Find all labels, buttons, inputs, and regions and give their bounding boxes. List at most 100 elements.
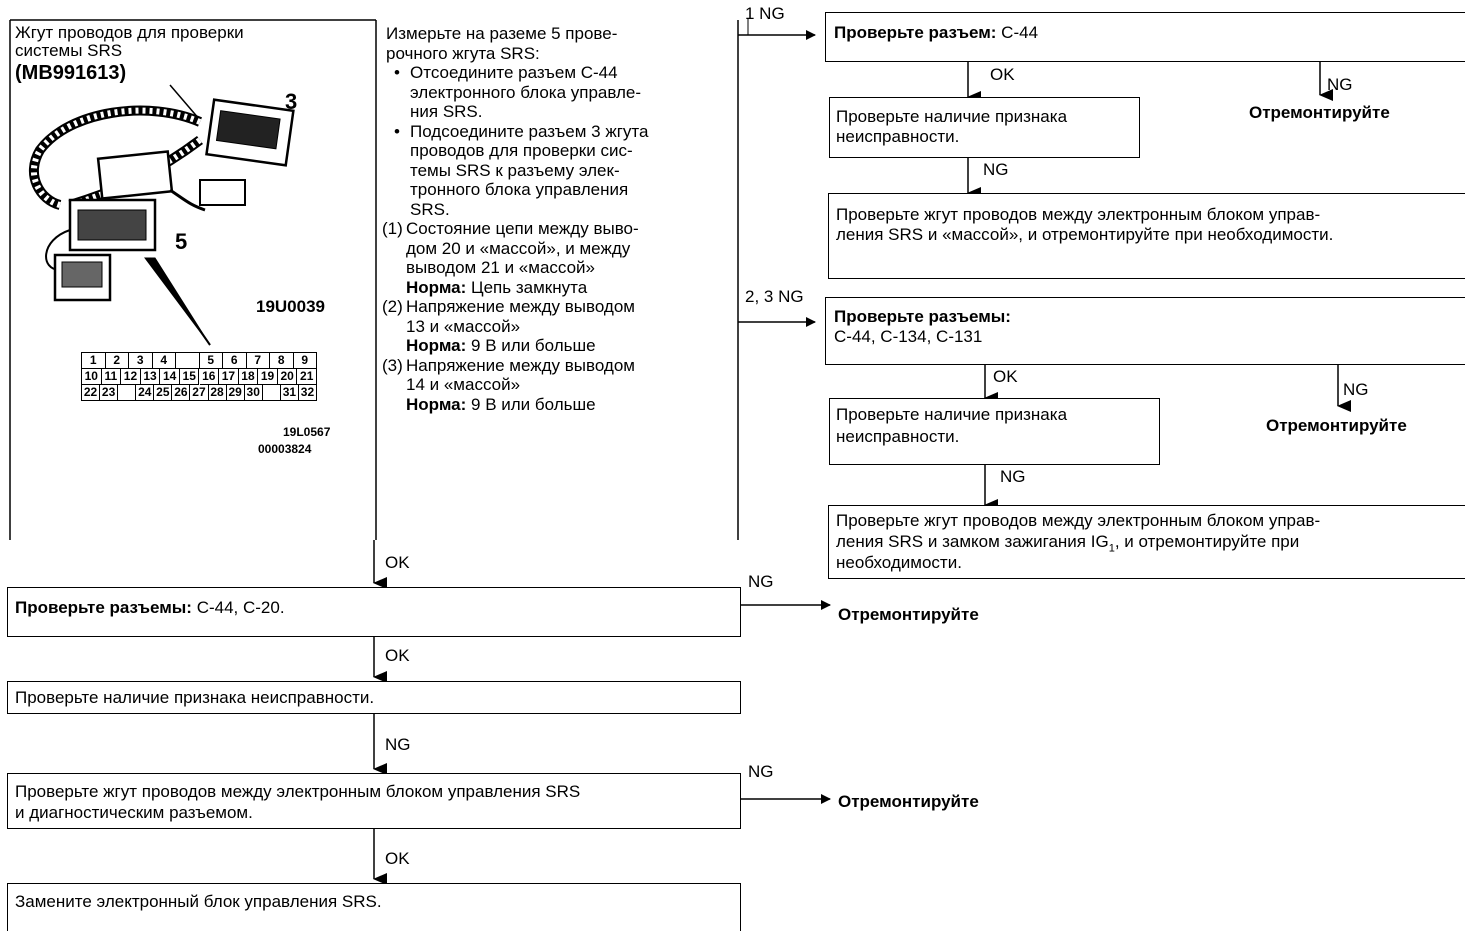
bullet2-line4: тронного блока управления bbox=[410, 180, 629, 199]
item2-line1: Напряжение между выводом bbox=[406, 297, 635, 316]
main-connectors-box: Проверьте разъемы: С-44, С-20. bbox=[7, 587, 741, 637]
branch2-ng2-label: NG bbox=[1000, 467, 1026, 486]
branch1-symptom-box: Проверьте наличие признака неисправности… bbox=[829, 97, 1140, 158]
branch1-check-box: Проверьте разъем: С-44 bbox=[825, 12, 1465, 62]
bullet-dot-2: • bbox=[394, 121, 400, 141]
pin-cell: 29 bbox=[226, 385, 245, 401]
harness-title-line1: Жгут проводов для проверки bbox=[15, 23, 244, 42]
item3-number: (3) bbox=[382, 355, 403, 375]
branch2-harness-line2: ления SRS и замком зажигания IG1, и отре… bbox=[836, 532, 1299, 558]
pin-cell: 6 bbox=[223, 353, 247, 369]
bullet1-line1: Отсоедините разъем С-44 bbox=[410, 63, 618, 82]
bullet2-line1: Подсоедините разъем 3 жгута bbox=[410, 121, 649, 141]
branch1-repair: Отремонтируйте bbox=[1249, 103, 1390, 122]
callout-5: 5 bbox=[175, 229, 188, 254]
item3-norm-label: Норма: bbox=[406, 394, 467, 414]
branch1-ok-label: OK bbox=[990, 65, 1015, 84]
branch2-check-label: Проверьте разъемы: bbox=[834, 307, 1011, 326]
main-ok1-label: OK bbox=[385, 553, 410, 572]
pin-cell: 27 bbox=[190, 385, 209, 401]
main-symptom-box: Проверьте наличие признака неисправности… bbox=[7, 681, 741, 714]
branch1-symptom-line2: неисправности. bbox=[836, 127, 960, 146]
pin-cell: 4 bbox=[152, 353, 176, 369]
item3-norm: Норма: 9 В или больше bbox=[406, 395, 731, 415]
pin-cell: 14 bbox=[160, 369, 180, 385]
pin-cell: 23 bbox=[100, 385, 119, 401]
branch2-label: 2, 3 NG bbox=[745, 287, 804, 306]
branch1-label: 1 NG bbox=[745, 4, 785, 23]
branch2-harness-line2b: , и отремонтируйте при bbox=[1114, 532, 1300, 551]
pin-cell: 18 bbox=[238, 369, 259, 385]
item3-norm-value: 9 В или больше bbox=[466, 394, 596, 414]
bullet-1: • Отсоедините разъем С-44 электронного б… bbox=[386, 63, 731, 122]
pin-cell bbox=[262, 385, 281, 401]
pin-cell: 26 bbox=[172, 385, 191, 401]
item1-norm-value: Цепь замкнута bbox=[466, 277, 588, 297]
image-code-1: 19U0039 bbox=[256, 297, 326, 316]
main-connectors-text: Проверьте разъемы: С-44, С-20. bbox=[15, 598, 285, 618]
item-2: (2) Напряжение между выводом 13 и «массо… bbox=[382, 297, 731, 356]
item-1: (1) Состояние цепи между выво- дом 20 и … bbox=[382, 219, 731, 297]
main-connectors-value: С-44, С-20. bbox=[191, 598, 285, 617]
pin-cell: 2 bbox=[105, 353, 129, 369]
main-repair1: Отремонтируйте bbox=[838, 605, 979, 624]
item2-norm-value: 9 В или больше bbox=[466, 336, 596, 355]
harness-title-line2: системы SRS bbox=[15, 41, 123, 60]
pin-cell: 5 bbox=[199, 353, 223, 369]
pin-cell: 28 bbox=[208, 385, 227, 401]
pin-cell: 19 bbox=[258, 369, 278, 385]
pin-cell: 22 bbox=[82, 385, 101, 401]
pin-cell bbox=[176, 353, 200, 369]
main-replace-box: Замените электронный блок управления SRS… bbox=[7, 883, 741, 931]
bullet2-line3: темы SRS к разъему элек- bbox=[410, 160, 620, 180]
main-ok2-label: OK bbox=[385, 646, 410, 665]
pin-cell: 32 bbox=[298, 385, 317, 401]
pin-cell: 12 bbox=[121, 369, 141, 385]
item3-line1: Напряжение между выводом bbox=[406, 355, 635, 375]
pin-cell: 17 bbox=[219, 369, 239, 385]
image-code-3: 00003824 bbox=[258, 442, 312, 456]
item2-number: (2) bbox=[382, 297, 403, 316]
pin-cell: 31 bbox=[280, 385, 299, 401]
pin-cell: 7 bbox=[246, 353, 270, 369]
pin-cell bbox=[118, 385, 137, 401]
item1-line2: дом 20 и «массой», и между bbox=[406, 238, 631, 258]
item3-line2: 14 и «массой» bbox=[406, 375, 521, 394]
main-ok3-label: OK bbox=[385, 849, 410, 868]
item1-norm-label: Норма: bbox=[406, 277, 467, 297]
harness-part-number: (MB991613) bbox=[15, 62, 127, 84]
branch2-harness-line3: необходимости. bbox=[836, 553, 962, 572]
pin-cell: 21 bbox=[297, 369, 317, 385]
main-symptom-text: Проверьте наличие признака неисправности… bbox=[15, 688, 375, 707]
branch1-harness-line2: ления SRS и «массой», и отремонтируйте п… bbox=[836, 225, 1334, 244]
branch2-symptom-line1: Проверьте наличие признака bbox=[836, 405, 1068, 424]
branch2-symptom-line2: неисправности. bbox=[836, 427, 960, 446]
bullet-dot-1: • bbox=[394, 63, 400, 82]
bullet2-line5: SRS. bbox=[410, 199, 450, 219]
branch1-ng-label: NG bbox=[1327, 75, 1353, 94]
main-ng1-label: NG bbox=[748, 572, 774, 591]
branch2-harness-line1: Проверьте жгут проводов между электронны… bbox=[836, 511, 1321, 530]
branch2-check-box: Проверьте разъемы: С-44, С-134, С-131 bbox=[825, 297, 1465, 365]
main-repair2: Отремонтируйте bbox=[838, 792, 979, 811]
branch1-symptom-line1: Проверьте наличие признака bbox=[836, 107, 1068, 126]
branch1-check-label: Проверьте разъем: bbox=[834, 23, 997, 42]
pin-cell: 1 bbox=[82, 353, 106, 369]
main-replace-text: Замените электронный блок управления SRS… bbox=[15, 892, 382, 911]
item1-line1: Состояние цепи между выво- bbox=[406, 219, 639, 238]
main-harness-line2: и диагностическим разъемом. bbox=[15, 803, 253, 822]
branch2-harness-box: Проверьте жгут проводов между электронны… bbox=[828, 505, 1465, 579]
pin-cell: 15 bbox=[179, 369, 200, 385]
branch2-harness-line2a: ления SRS и замком зажигания IG bbox=[836, 532, 1109, 551]
pin-cell: 16 bbox=[199, 369, 220, 385]
pin-cell: 24 bbox=[136, 385, 155, 401]
bullet1-line2: электронного блока управле- bbox=[410, 82, 642, 102]
pin-cell: 9 bbox=[293, 353, 317, 369]
pin-cell: 10 bbox=[82, 369, 102, 385]
branch1-check-text: Проверьте разъем: С-44 bbox=[834, 23, 1038, 43]
pin-cell: 11 bbox=[101, 369, 122, 385]
main-harness-line1: Проверьте жгут проводов между электронны… bbox=[15, 782, 581, 801]
item2-norm: Норма: 9 В или больше bbox=[406, 336, 731, 356]
